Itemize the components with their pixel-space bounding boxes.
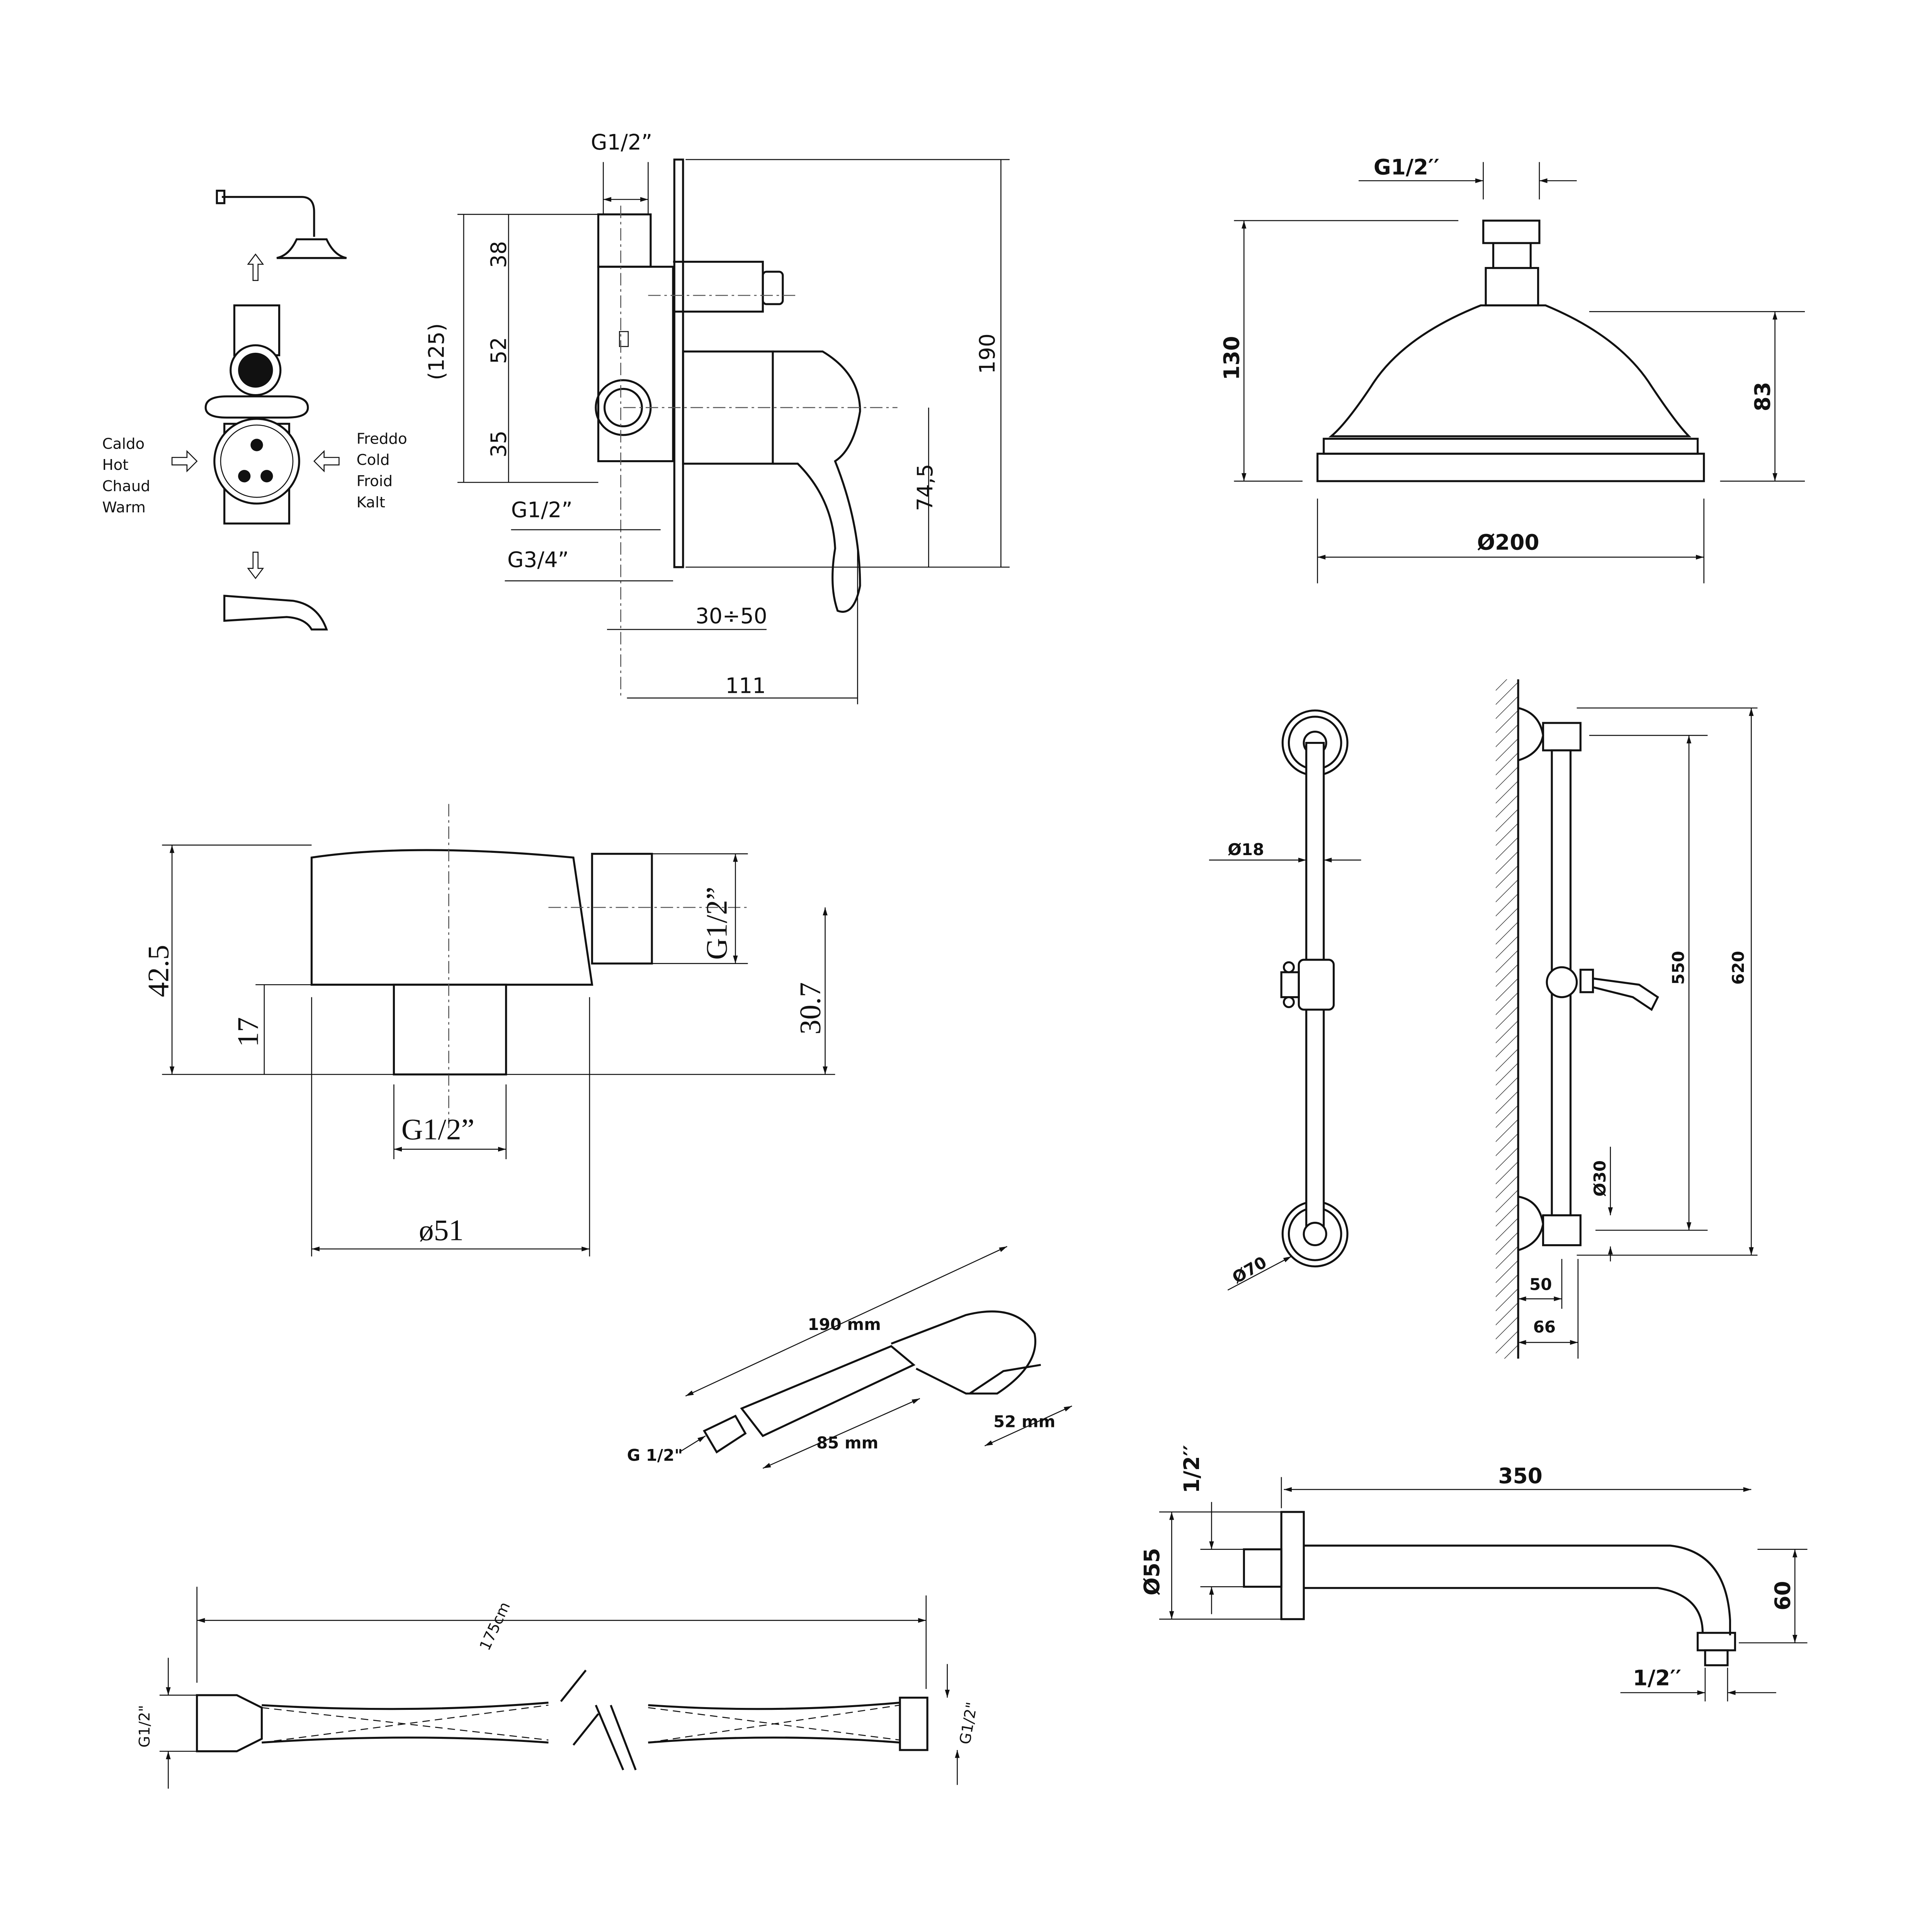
legend-cold-fr: Froid	[357, 473, 393, 490]
dim-hose-right-thread: G1/2"	[956, 1701, 981, 1746]
dim-outlet-bottom-thread: G1/2”	[401, 1112, 474, 1146]
dim-inlet-thread: G1/2”	[511, 498, 573, 522]
hot-inlet-arrow-icon	[171, 450, 198, 473]
wall-outlet-drawing	[310, 804, 748, 1128]
slide-rail-front-view	[1280, 709, 1349, 1267]
legend-cold-de: Kalt	[357, 494, 385, 511]
dim-head-83: 83	[1750, 382, 1775, 411]
dim-arm-flange: Ø55	[1139, 1548, 1164, 1595]
dim-rail-bar-diameter: Ø18	[1228, 840, 1264, 859]
legend-hot-de: Warm	[102, 499, 146, 516]
legend-hot: Caldo Hot Chaud Warm	[102, 435, 150, 516]
slide-rail-side-dimensions: 620 550 Ø30 50 66	[1518, 707, 1758, 1359]
dim-190: 190	[975, 333, 1000, 374]
arrow-down-icon	[247, 551, 264, 579]
wall-outlet-dimensions: 42.5 17 G1/2” 30.7 G1/2” ø51	[141, 844, 835, 1257]
head-shower-icon	[216, 189, 347, 259]
dim-rail-620: 620	[1729, 951, 1748, 985]
dim-hose-left-thread: G1/2"	[136, 1705, 153, 1748]
head-shower-drawing	[1316, 219, 1705, 482]
dim-125: (125)	[424, 323, 449, 380]
dim-arm-350: 350	[1498, 1464, 1542, 1488]
dim-35: 35	[486, 430, 511, 457]
legend-hot-it: Caldo	[102, 435, 145, 452]
arrow-up-icon	[247, 253, 264, 281]
dim-arm-outlet-thread: 1/2′′	[1633, 1665, 1681, 1690]
shower-arm-dimensions: 1/2′′ 350 Ø55 60 1/2′′	[1139, 1445, 1808, 1702]
dim-outlet-diameter: ø51	[419, 1214, 464, 1247]
dim-outlet-30-7: 30.7	[794, 982, 827, 1034]
dim-74-5: 74,5	[913, 464, 937, 511]
dim-arm-60: 60	[1770, 1581, 1795, 1610]
dim-body-thread: G3/4”	[507, 548, 569, 572]
dim-arm-wall-thread: 1/2′′	[1179, 1445, 1204, 1493]
dim-outlet-side-thread: G1/2”	[700, 887, 733, 960]
dim-hand-52: 52 mm	[993, 1412, 1055, 1431]
legend-cold: Freddo Cold Froid Kalt	[357, 430, 407, 511]
head-shower-dimensions: G1/2′′ 130 83 Ø200	[1219, 155, 1805, 583]
hose-drawing	[196, 1669, 929, 1770]
dim-head-130: 130	[1219, 336, 1244, 380]
dim-rail-50: 50	[1529, 1275, 1552, 1294]
dim-38: 38	[486, 241, 511, 268]
mixer-flow-schematic: Caldo Hot Chaud Warm Freddo Cold Froid K…	[102, 189, 407, 631]
dim-hose-length: 175cm	[476, 1599, 514, 1653]
dim-outlet-42-5: 42.5	[141, 945, 175, 997]
dim-head-thread: G1/2′′	[1374, 155, 1439, 180]
dim-52: 52	[486, 337, 511, 364]
dim-outlet-17: 17	[231, 1017, 265, 1047]
hose-dimensions: 175cm G1/2" G1/2"	[136, 1587, 981, 1789]
slide-rail-side-view	[1495, 679, 1659, 1359]
dim-hand-190: 190 mm	[808, 1315, 881, 1334]
shower-arm-drawing	[1243, 1511, 1736, 1667]
legend-cold-en: Cold	[357, 451, 390, 469]
dim-hand-85: 85 mm	[816, 1433, 878, 1452]
hand-shower-dimensions: 190 mm 85 mm 52 mm G 1/2"	[627, 1246, 1072, 1469]
dim-top-thread: G1/2”	[591, 130, 652, 155]
dim-rail-550: 550	[1669, 951, 1688, 985]
dim-rail-flange-diameter: Ø70	[1229, 1253, 1270, 1287]
dim-rail-66: 66	[1533, 1317, 1556, 1336]
dim-depth: 30÷50	[696, 604, 767, 628]
legend-cold-it: Freddo	[357, 430, 407, 447]
mixer-dimensions: G1/2” 190 (125) 38 52 35 74,5 G1/2” G3/4…	[424, 130, 1010, 704]
legend-hot-en: Hot	[102, 456, 129, 474]
legend-hot-fr: Chaud	[102, 478, 150, 495]
dim-head-diameter: Ø200	[1477, 530, 1539, 555]
diverter-body-icon	[204, 304, 309, 525]
mixer-side-view	[595, 158, 898, 698]
dim-hand-thread: G 1/2"	[627, 1446, 683, 1465]
spout-icon	[223, 595, 328, 631]
cold-inlet-arrow-icon	[313, 450, 340, 473]
dim-rail-30: Ø30	[1590, 1160, 1609, 1197]
dim-111: 111	[725, 673, 766, 698]
